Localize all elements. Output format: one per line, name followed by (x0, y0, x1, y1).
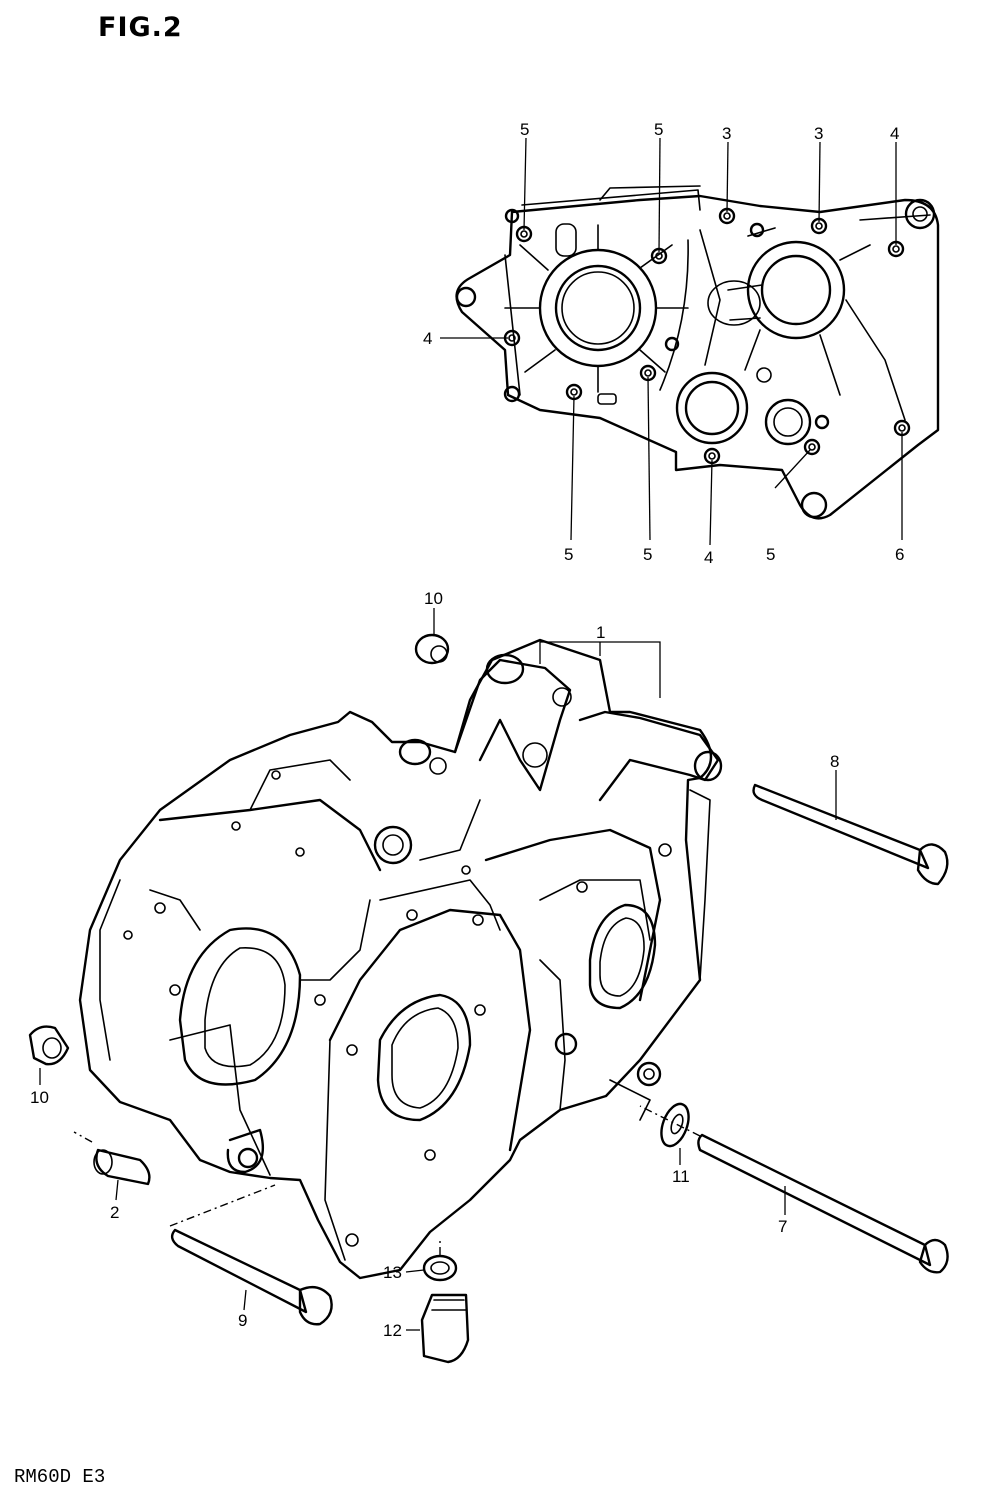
callout-8: 8 (830, 752, 839, 771)
gasket-part-13 (405, 1240, 458, 1282)
nut-part-10-upper (414, 608, 450, 665)
callout-5-bottom-3: 5 (766, 545, 775, 564)
crankcase-assembly (78, 638, 723, 1280)
callout-5-top-left: 5 (520, 120, 529, 139)
callout-leaders-top (440, 137, 903, 546)
callout-2: 2 (110, 1203, 119, 1222)
callout-10-lower: 10 (30, 1088, 49, 1107)
callout-1: 1 (596, 623, 605, 642)
nut-part-10-lower (28, 1025, 70, 1085)
crankshaft-bore-left (178, 927, 302, 1086)
callout-13: 13 (383, 1263, 402, 1282)
callout-10-upper: 10 (424, 589, 443, 608)
callout-4-left: 4 (423, 329, 432, 348)
callout-5-top-center: 5 (654, 120, 663, 139)
surface-bolt-holes (123, 770, 672, 1247)
callout-6: 6 (895, 545, 904, 564)
front-bearing-bore (376, 993, 472, 1122)
callout-5-bottom-2: 5 (643, 545, 652, 564)
washer-part-11 (660, 1102, 690, 1165)
dowel-pin-part-2 (73, 1131, 151, 1201)
main-bearing-right (746, 240, 846, 340)
main-bearing-left (538, 248, 658, 368)
crankcase-ribs-right (699, 214, 931, 421)
leader-item-1 (539, 641, 661, 698)
callout-3-left: 3 (722, 124, 731, 143)
callout-4-top-right: 4 (890, 124, 899, 143)
crankcase-mount-bosses (373, 653, 723, 865)
crankcase-inner-view (440, 137, 940, 546)
transmission-bearing-lower (675, 371, 749, 445)
bolt-part-9 (169, 1184, 333, 1326)
callout-5-bottom-1: 5 (564, 545, 573, 564)
callout-labels: 5 5 3 3 4 4 5 5 4 5 6 10 1 8 10 2 11 7 1… (30, 120, 904, 1340)
callout-7: 7 (778, 1217, 787, 1236)
bolt-bosses-left (455, 208, 680, 403)
callout-3-right: 3 (814, 124, 823, 143)
crankcase-outline (78, 638, 713, 1280)
small-bearing-lower (764, 398, 812, 446)
callout-4-bottom: 4 (704, 548, 713, 567)
crankcase-ribs-left (504, 223, 689, 405)
crankcase-face-outline (455, 194, 940, 520)
bolt-part-8 (752, 770, 949, 886)
side-bearing-bore (588, 903, 657, 1010)
figure-title: FIG.2 (98, 12, 183, 43)
callout-11: 11 (672, 1167, 690, 1186)
bolt-part-7 (639, 1105, 949, 1274)
model-code-label: RM60D E3 (14, 1466, 106, 1488)
callout-9: 9 (238, 1311, 247, 1330)
callout-12: 12 (383, 1321, 402, 1340)
drain-plug-part-12 (406, 1293, 470, 1364)
